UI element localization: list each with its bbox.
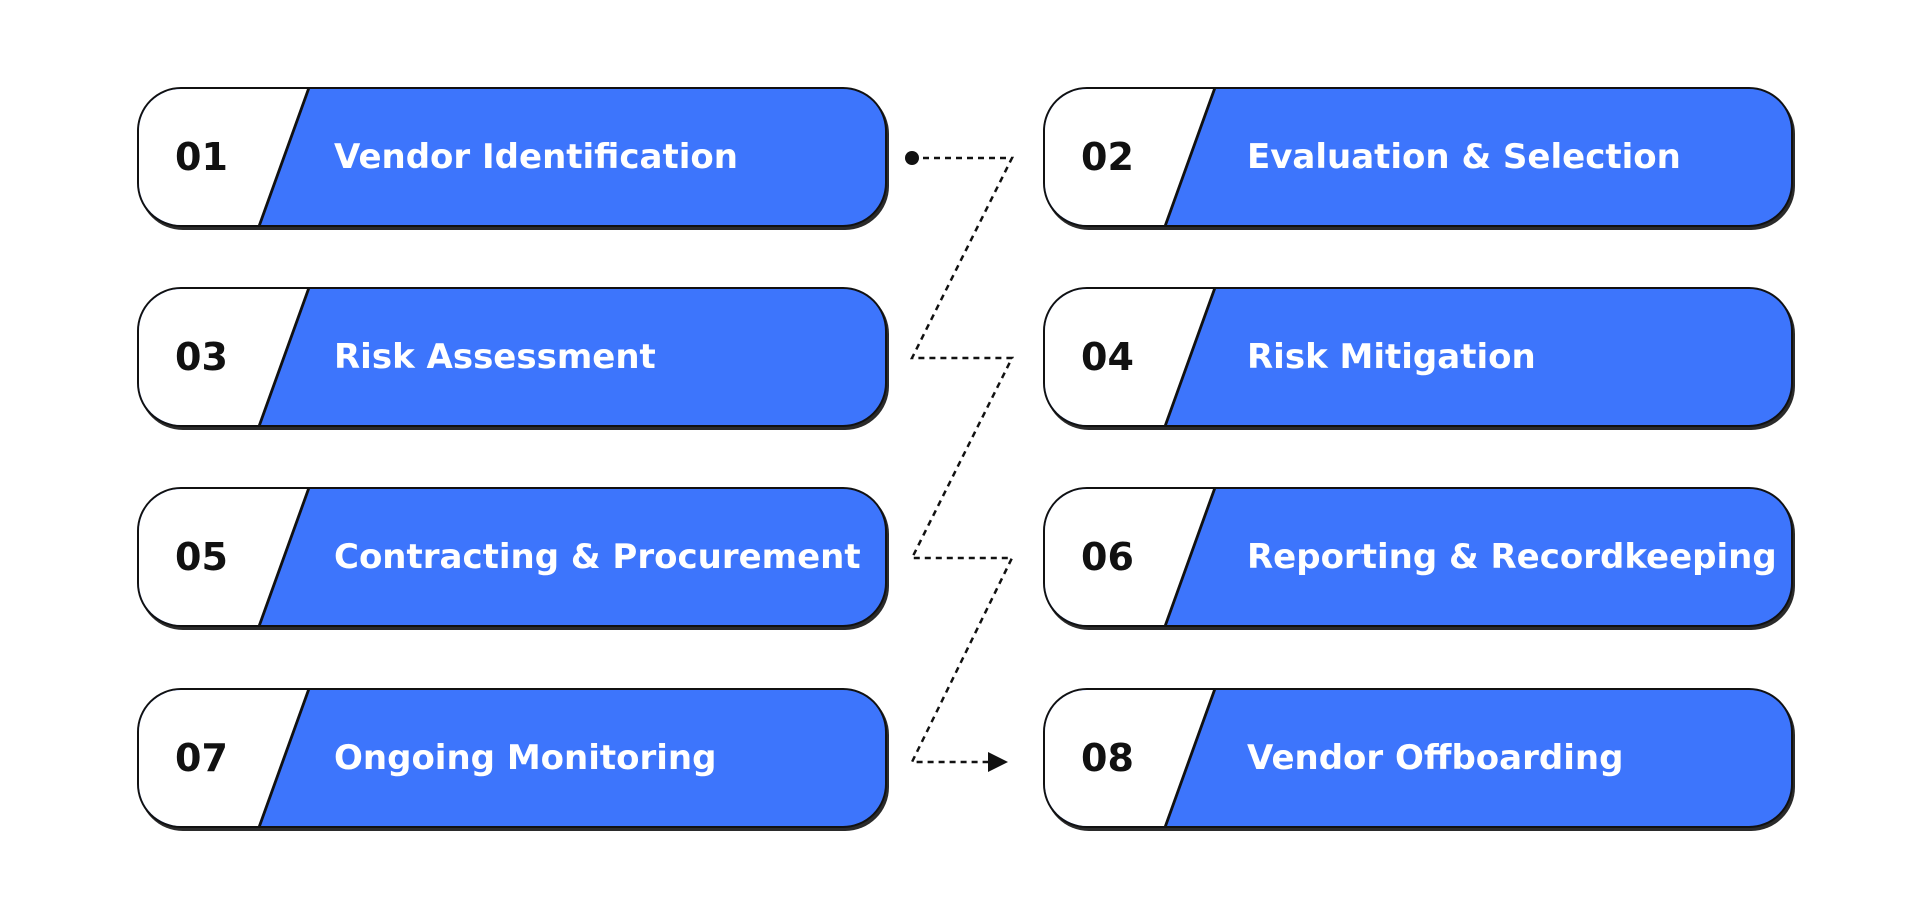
step-label: Vendor Identification — [334, 137, 738, 177]
step-number: 02 — [1081, 135, 1134, 179]
step-card-08: 08 Vendor Offboarding — [1043, 688, 1793, 828]
step-number: 07 — [175, 736, 228, 780]
connector-start-dot — [905, 151, 919, 165]
step-card-02: 02 Evaluation & Selection — [1043, 87, 1793, 227]
step-card-06: 06 Reporting & Recordkeeping — [1043, 487, 1793, 627]
step-card-07: 07 Ongoing Monitoring — [137, 688, 887, 828]
step-label: Contracting & Procurement — [334, 537, 861, 577]
step-label: Reporting & Recordkeeping — [1247, 537, 1777, 577]
step-card-04: 04 Risk Mitigation — [1043, 287, 1793, 427]
step-label: Evaluation & Selection — [1247, 137, 1681, 177]
step-card-01: 01 Vendor Identification — [137, 87, 887, 227]
step-label: Ongoing Monitoring — [334, 738, 717, 778]
connector-line — [909, 156, 1015, 772]
step-label: Vendor Offboarding — [1247, 738, 1624, 778]
step-number: 01 — [175, 135, 228, 179]
step-card-03: 03 Risk Assessment — [137, 287, 887, 427]
step-number: 06 — [1081, 535, 1134, 579]
step-number: 08 — [1081, 736, 1134, 780]
step-label: Risk Mitigation — [1247, 337, 1536, 377]
step-label: Risk Assessment — [334, 337, 656, 377]
step-card-05: 05 Contracting & Procurement — [137, 487, 887, 627]
step-number: 05 — [175, 535, 228, 579]
step-number: 04 — [1081, 335, 1134, 379]
step-number: 03 — [175, 335, 228, 379]
